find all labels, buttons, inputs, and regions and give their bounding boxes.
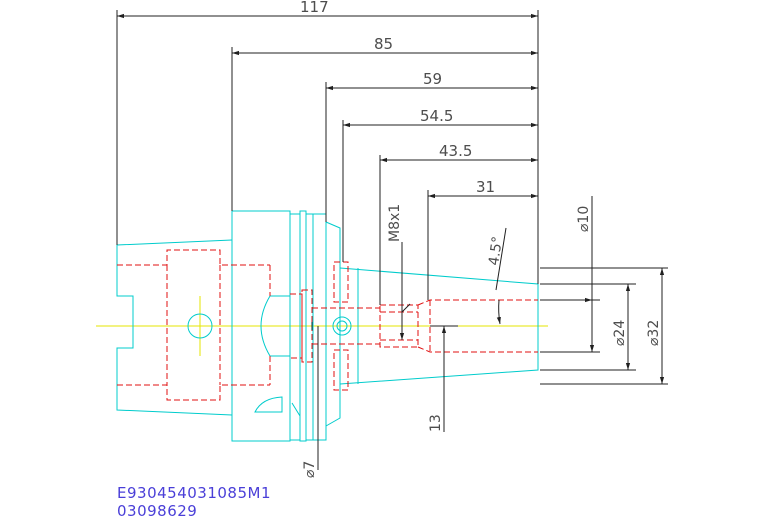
hidden-features — [117, 249, 538, 401]
holder-outline — [116, 210, 539, 442]
dim-85-label: 85 — [374, 35, 393, 53]
drive-hole-circle — [187, 313, 213, 339]
drawing-number: 03098629 — [117, 502, 198, 520]
dim-m8x1-label: M8x1 — [387, 204, 403, 242]
dim-diameter-24-label: ⌀24 — [612, 320, 628, 346]
dim-43-5-label: 43.5 — [439, 142, 472, 160]
dim-diameter-32-label: ⌀32 — [646, 320, 662, 346]
dim-taper-angle-label: 4.5° — [486, 235, 506, 266]
part-code: E930454031085M1 — [117, 484, 271, 502]
dim-31-label: 31 — [476, 178, 495, 196]
dim-diameter-10-label: ⌀10 — [576, 206, 592, 232]
dim-59-label: 59 — [423, 70, 442, 88]
dim-diameter-7-label: ⌀7 — [302, 461, 318, 478]
dim-54-5-label: 54.5 — [420, 107, 453, 125]
coolant-hole-circle — [332, 316, 352, 336]
dim-117-label: 117 — [300, 0, 329, 16]
dim-13-label: 13 — [428, 414, 444, 432]
coolant-hole-inner — [336, 320, 348, 332]
dimension-lines — [116, 10, 668, 470]
